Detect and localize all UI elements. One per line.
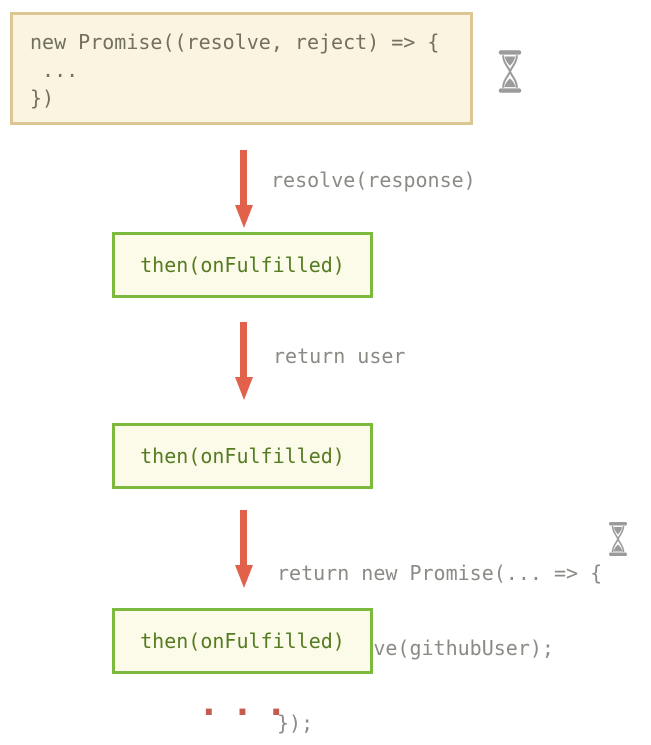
arrow-label-line: });	[277, 711, 314, 735]
new-promise-box: new Promise((resolve, reject) => { ... }…	[10, 12, 473, 125]
then-box: then(onFulfilled)	[112, 608, 373, 674]
then-box-label: then(onFulfilled)	[140, 629, 345, 653]
arrow-shaft	[240, 150, 247, 205]
chain-continues-ellipsis: ...	[197, 683, 300, 724]
then-box-label: then(onFulfilled)	[140, 253, 345, 277]
arrow-shaft	[240, 322, 247, 377]
arrow-label-line: return new Promise(... => {	[277, 561, 603, 585]
arrow-label: resolve(response)	[271, 168, 476, 192]
down-arrow	[234, 150, 253, 228]
arrow-label: return user	[273, 344, 406, 368]
code-line: })	[30, 86, 55, 110]
arrow-head	[234, 377, 253, 400]
arrow-head	[234, 565, 253, 588]
then-box-label: then(onFulfilled)	[140, 444, 345, 468]
code-line: ...	[30, 58, 79, 82]
arrow-head	[234, 205, 253, 228]
down-arrow	[234, 322, 253, 400]
hourglass-icon	[606, 521, 630, 557]
down-arrow	[234, 510, 253, 588]
hourglass-icon	[495, 49, 525, 94]
arrow-shaft	[240, 510, 247, 565]
code-line: new Promise((resolve, reject) => {	[30, 30, 440, 54]
then-box: then(onFulfilled)	[112, 423, 373, 489]
then-box: then(onFulfilled)	[112, 232, 373, 298]
